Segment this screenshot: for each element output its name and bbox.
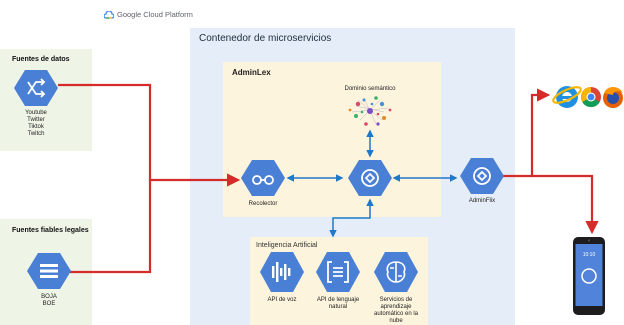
source-item: Tiktok: [28, 124, 44, 130]
app-logo-icon: [581, 268, 597, 284]
ml-services-label: Servicios de aprendizaje automático en l…: [373, 297, 419, 324]
ai-title: Inteligencia Artificial: [256, 242, 318, 249]
data-sources-node[interactable]: [14, 70, 58, 106]
voice-api-node[interactable]: [260, 252, 304, 292]
adminflix-node[interactable]: [460, 158, 504, 194]
firefox-logo-icon: [603, 87, 623, 108]
data-sources-list: Youtube Twitter Tiktok Twitch: [14, 110, 58, 138]
document-text-icon: [327, 261, 349, 283]
collector-label: Recolector: [248, 201, 278, 207]
ml-services-node[interactable]: [374, 252, 418, 292]
audio-wave-icon: [272, 262, 291, 282]
source-item: BOJA: [41, 294, 57, 300]
legal-sources-to-collector-arrow: [68, 180, 152, 274]
engine-icon: [361, 169, 379, 187]
engine-icon: [473, 167, 491, 185]
chrome-logo-icon: [580, 86, 601, 108]
microservices-title: Contenedor de microservicios: [199, 33, 332, 44]
legal-sources-node[interactable]: [27, 253, 71, 289]
shuffle-icon: [27, 78, 46, 98]
domain-label: Dominio semántico: [344, 86, 396, 92]
adminlex-hub-node[interactable]: [348, 160, 392, 196]
ie-logo-icon: [552, 86, 582, 108]
phone-clock: 10:10: [583, 252, 596, 258]
hub-ai-arrow: [329, 198, 374, 238]
semantic-network-icon: [348, 96, 392, 126]
gcp-brand-text: Google Cloud Platform: [117, 10, 193, 19]
source-item: BOE: [42, 301, 56, 307]
adminlex-title: AdminLex: [232, 68, 271, 77]
language-api-label: API de lenguaje natural: [316, 297, 360, 310]
voice-api-label: API de voz: [267, 297, 297, 303]
source-item: Twitter: [27, 117, 45, 123]
data-sources-to-collector-arrow: [58, 83, 241, 187]
phone-screen: [575, 244, 603, 306]
source-item: Twitch: [27, 131, 45, 137]
binoculars-icon: [252, 175, 274, 185]
collector-node[interactable]: [241, 160, 285, 196]
gcp-logo: Google Cloud Platform: [104, 10, 193, 19]
adminflix-label: AdminFlix: [468, 198, 496, 204]
browser-logos: [552, 86, 623, 108]
cloud-icon: [104, 10, 114, 19]
adminflix-to-browser-arrow: [500, 88, 551, 178]
smartphone: 10:10: [573, 237, 605, 315]
list-icon: [40, 264, 58, 278]
data-sources-title: Fuentes de datos: [12, 56, 70, 63]
legal-sources-list: BOJA BOE: [27, 294, 71, 308]
language-api-node[interactable]: [316, 252, 360, 292]
brain-icon: [386, 261, 406, 283]
source-item: Youtube: [25, 110, 47, 116]
legal-sources-title: Fuentes fiables legales: [12, 227, 89, 234]
adminflix-to-phone-arrow: [532, 174, 599, 235]
